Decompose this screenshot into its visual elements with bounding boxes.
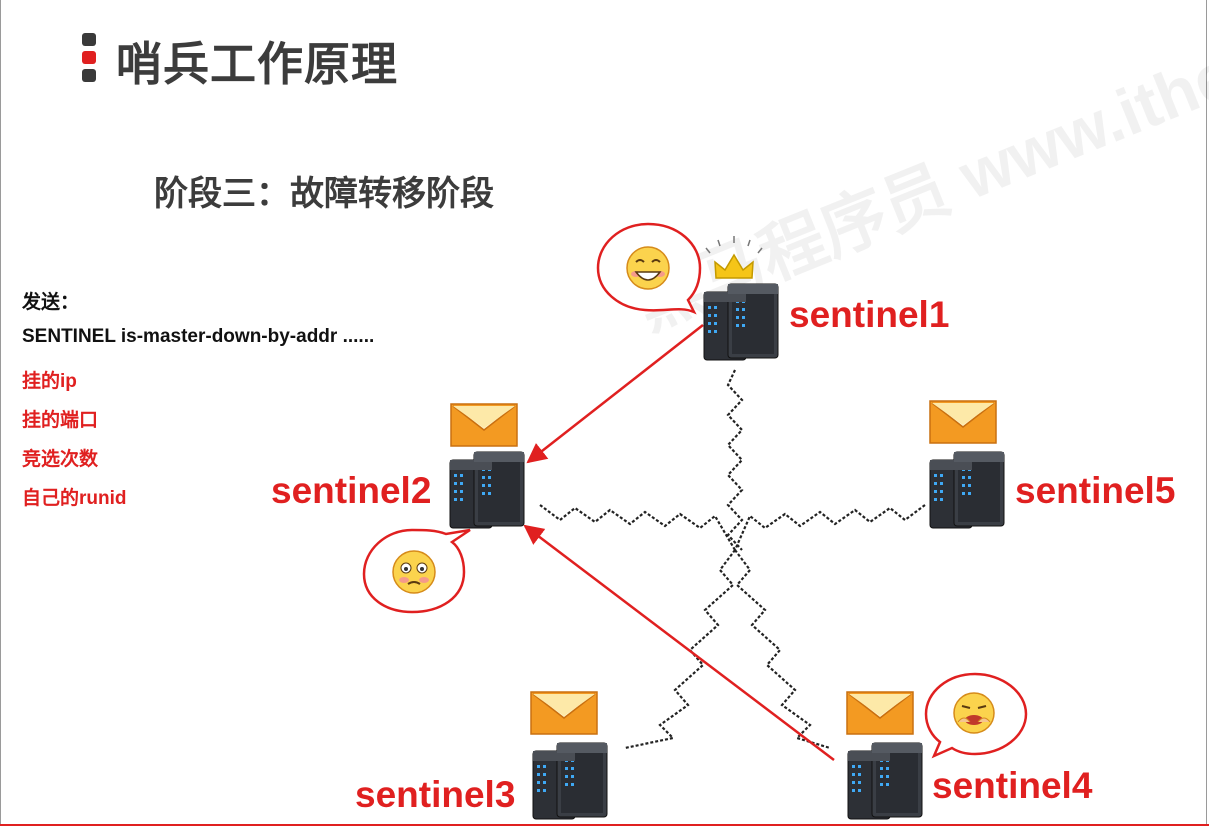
worried-emoji bbox=[953, 692, 995, 734]
sentinel2-label: sentinel2 bbox=[271, 470, 432, 511]
sentinel1-label: sentinel1 bbox=[789, 294, 950, 335]
sentinel4-envelope-icon bbox=[846, 691, 914, 735]
grin-emoji bbox=[626, 246, 670, 290]
link-4 bbox=[734, 549, 831, 750]
crown-icon bbox=[705, 236, 763, 279]
info-item-runid: 自己的runid bbox=[22, 488, 127, 509]
sentinel4-label: sentinel4 bbox=[932, 765, 1093, 806]
sad-emoji bbox=[392, 550, 436, 594]
sentinel5-server-icon bbox=[929, 451, 1005, 529]
link-2 bbox=[539, 504, 736, 551]
info-label: 发送： bbox=[22, 292, 80, 313]
sentinel3-envelope-icon bbox=[530, 691, 598, 735]
page-title: 哨兵工作原理 bbox=[116, 38, 398, 90]
stage-title: 阶段三：故障转移阶段 bbox=[154, 175, 494, 213]
sentinel2-envelope-icon bbox=[450, 403, 518, 447]
info-command: SENTINEL is-master-down-by-addr ...... bbox=[22, 326, 375, 347]
info-item-ip: 挂的ip bbox=[22, 371, 77, 392]
sentinel5-envelope-icon bbox=[929, 400, 997, 444]
link-3 bbox=[624, 549, 736, 750]
link-5 bbox=[733, 504, 926, 551]
info-item-port: 挂的端口 bbox=[22, 410, 99, 431]
sentinel2-server-icon bbox=[449, 451, 525, 529]
vote-arrow-4-to-2 bbox=[523, 524, 835, 761]
title-marker-icon bbox=[82, 33, 96, 83]
sentinel4-server-icon bbox=[847, 742, 923, 820]
sentinel1-server-icon bbox=[703, 283, 779, 361]
sentinel3-label: sentinel3 bbox=[355, 774, 516, 815]
bottom-accent-line bbox=[0, 824, 1209, 826]
link-1 bbox=[726, 369, 744, 551]
info-item-votes: 竞选次数 bbox=[22, 449, 99, 470]
sentinel3-server-icon bbox=[532, 742, 608, 820]
vote-arrow-1-to-2 bbox=[526, 324, 704, 464]
sentinel5-label: sentinel5 bbox=[1015, 470, 1176, 511]
